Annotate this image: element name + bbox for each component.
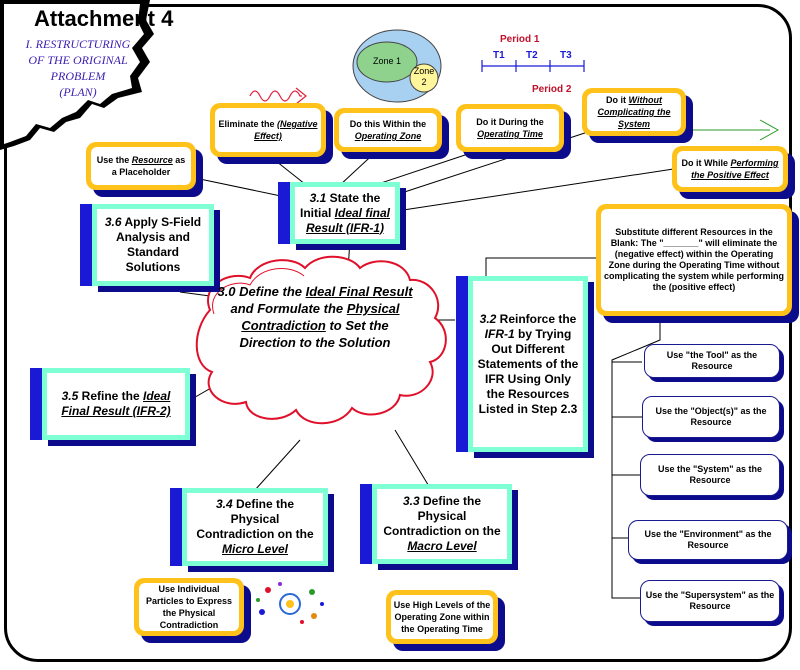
center-text-emphasis: Ideal Final Result bbox=[305, 284, 413, 299]
note-text: Do it During the bbox=[476, 117, 544, 127]
step-text: Reinforce the bbox=[496, 311, 577, 326]
step-emphasis: Micro Level bbox=[221, 542, 289, 556]
subtitle-line: PROBLEM bbox=[50, 69, 106, 83]
note-text: Use the bbox=[96, 155, 132, 165]
note-text: Use High Levels of the Operating Zone wi… bbox=[391, 595, 493, 639]
step-number: 3.6 bbox=[104, 215, 122, 229]
note-high-levels: Use High Levels of the Operating Zone wi… bbox=[386, 590, 498, 644]
resource-item-system: Use the "System" as the Resource bbox=[640, 454, 780, 496]
note-emphasis: (Negative Effect) bbox=[254, 119, 318, 141]
particles-illustration bbox=[256, 582, 324, 624]
zone-diagram bbox=[352, 29, 442, 103]
center-text-part: 3.0 Define the bbox=[217, 284, 306, 299]
note-emphasis: Performing the Positive Effect bbox=[691, 158, 779, 180]
note-text: as a Placeholder bbox=[111, 155, 186, 177]
step-emphasis: Ideal final Result (IFR-1) bbox=[306, 205, 391, 235]
resource-item-environment: Use the "Environment" as the Resource bbox=[628, 520, 788, 560]
subtitle-line: I. RESTRUCTURING bbox=[25, 37, 131, 51]
step-3-3-box: 3.3 Define the Physical Contradiction on… bbox=[360, 484, 512, 564]
note-text: Eliminate the bbox=[218, 119, 277, 129]
subtitle-line: OF THE ORIGINAL bbox=[28, 53, 128, 67]
step-number: 3.5 bbox=[61, 389, 79, 403]
note-emphasis: Operating Time bbox=[477, 129, 543, 139]
step-number: 3.3 bbox=[402, 494, 420, 508]
center-text-part: and Formulate the bbox=[230, 301, 347, 316]
note-without-complicating: Do it Without Complicating the System bbox=[582, 88, 686, 136]
subtitle-line: (PLAN) bbox=[59, 85, 97, 99]
timeline bbox=[481, 60, 585, 72]
step-3-4-box: 3.4 Define the Physical Contradiction on… bbox=[170, 488, 328, 566]
period2-label: Period 2 bbox=[532, 84, 572, 95]
page-title: Attachment 4 bbox=[34, 6, 174, 31]
note-substitute-resources: Substitute different Resources in the Bl… bbox=[596, 204, 792, 316]
resource-item-tool: Use "the Tool" as the Resource bbox=[644, 344, 780, 378]
outer-frame bbox=[4, 4, 792, 662]
resource-item-supersystem: Use the "Supersystem" as the Resource bbox=[640, 580, 780, 622]
note-operating-zone: Do this Within the Operating Zone bbox=[334, 108, 442, 152]
note-eliminate: Eliminate the (Negative Effect) bbox=[210, 103, 326, 157]
step-text: Initial bbox=[299, 205, 335, 220]
step-emphasis: IFR-1 bbox=[484, 326, 515, 341]
step-3-5-box: 3.5 Refine the Ideal Final Result (IFR-2… bbox=[30, 368, 190, 440]
note-emphasis: Operating Zone bbox=[354, 131, 422, 141]
center-goal-text: 3.0 Define the Ideal Final Result and Fo… bbox=[215, 283, 415, 351]
tick-label: T3 bbox=[560, 50, 572, 61]
section-subtitle: I. RESTRUCTURING OF THE ORIGINAL PROBLEM… bbox=[8, 36, 148, 100]
note-emphasis: Without Complicating the System bbox=[597, 95, 671, 129]
note-text: Use Individual Particles to Express the … bbox=[139, 583, 239, 631]
tick-label: T2 bbox=[526, 50, 538, 61]
step-number: 3.1 bbox=[309, 190, 327, 205]
step-text: Define the Physical Contradiction on the bbox=[383, 494, 501, 538]
zone2-label: Zone 2 bbox=[412, 66, 436, 88]
squiggle-arrow-icon bbox=[249, 87, 307, 105]
note-text: Do it bbox=[606, 95, 629, 105]
period1-label: Period 1 bbox=[500, 34, 540, 45]
center-cloud-shape bbox=[195, 255, 447, 425]
zone1-label: Zone 1 bbox=[372, 56, 402, 66]
note-while-performing: Do it While Performing the Positive Effe… bbox=[672, 146, 788, 192]
note-text: Do it While bbox=[681, 158, 731, 168]
step-number: 3.4 bbox=[215, 497, 233, 511]
zone2-text: Zone 2 bbox=[413, 66, 435, 87]
resource-item-object: Use the "Object(s)" as the Resource bbox=[642, 396, 780, 438]
note-text: Substitute different Resources in the Bl… bbox=[601, 209, 787, 311]
note-emphasis: Resource bbox=[131, 155, 173, 165]
step-emphasis: Macro Level bbox=[407, 539, 477, 553]
note-text: Do this Within the bbox=[349, 119, 427, 129]
step-3-6-box: 3.6 Apply S-Field Analysis and Standard … bbox=[80, 204, 214, 286]
step-text: State the bbox=[326, 190, 381, 205]
step-emphasis: Ideal Final Result (IFR-2) bbox=[61, 389, 171, 418]
note-individual-particles: Use Individual Particles to Express the … bbox=[134, 578, 244, 636]
step-text: Define the Physical Contradiction on the bbox=[196, 497, 314, 541]
note-operating-time: Do it During the Operating Time bbox=[456, 104, 564, 152]
note-resource-placeholder: Use the Resource as a Placeholder bbox=[86, 142, 196, 190]
step-number: 3.2 bbox=[479, 311, 497, 326]
center-text-part: to Set the Direction to the Solution bbox=[239, 318, 391, 350]
tick-label: T1 bbox=[493, 50, 505, 61]
center-text-emphasis: Physical Contradiction bbox=[241, 301, 400, 333]
green-arrow-icon bbox=[688, 119, 780, 141]
step-3-2-box: 3.2 Reinforce the IFR-1 by Trying Out Di… bbox=[456, 276, 588, 452]
step-text: by Trying Out Different Statements of th… bbox=[477, 326, 579, 416]
step-text: Apply S-Field Analysis and Standard Solu… bbox=[115, 215, 202, 274]
step-text: Refine the bbox=[78, 389, 143, 403]
